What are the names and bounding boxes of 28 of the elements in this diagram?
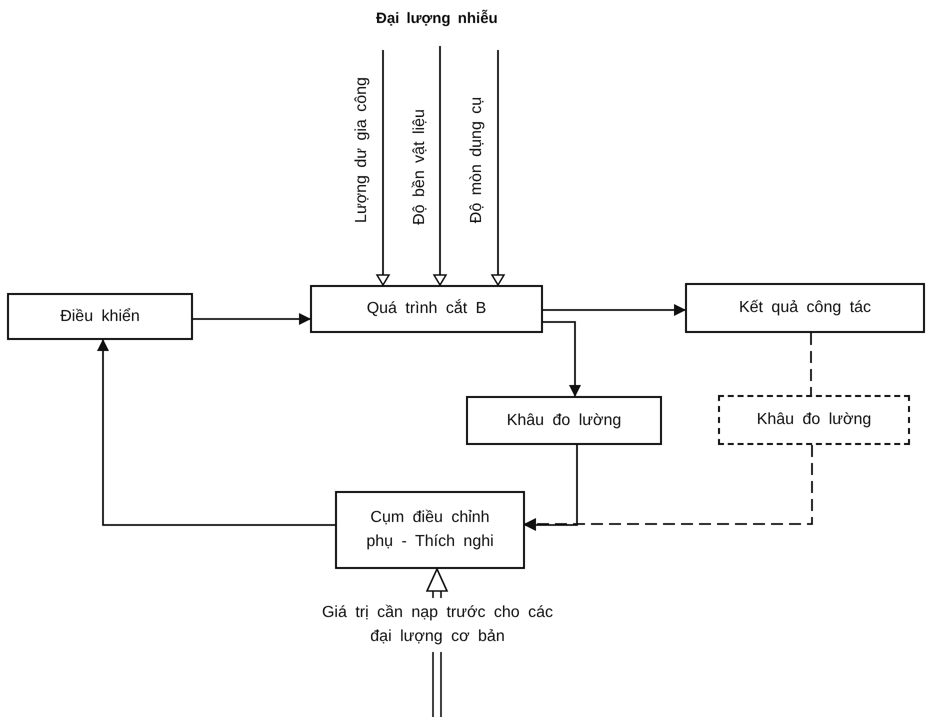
block-box [7,293,193,340]
arrow [524,445,578,531]
double-line [432,651,442,717]
block-label: Quá trình cắt B [366,298,486,319]
group-heading: Đại lượng nhiễu [376,10,498,27]
block-label: Khâu đo lường [506,410,622,430]
arrow [543,304,686,316]
edge-label: Độ mòn dụng cụ [469,96,485,224]
block-box [310,285,543,333]
optional-block-box [718,395,910,445]
arrow [491,50,505,286]
dashed-line [810,333,812,395]
block-box [466,396,662,445]
arrow [376,50,390,286]
block-label: Cụm điều chỉnh phụ - Thích nghi [365,508,495,552]
block-label: Kết quả công tác [738,298,872,318]
edge-label: Lượng dư gia công [354,77,370,223]
arrow [433,46,447,286]
arrow [193,313,311,325]
double-line-arrow [426,568,448,599]
block-label: Điều khiển [60,306,140,326]
block-box [335,491,525,569]
arrow [97,339,335,526]
edge-label: Độ bền vật liệu [412,109,428,225]
input-text: Giá trị cần nạp trước cho các đại lượng cơ bản [320,603,554,647]
block-label: Khâu đo lường [756,410,872,430]
block-box [685,283,925,333]
arrow [543,321,581,397]
